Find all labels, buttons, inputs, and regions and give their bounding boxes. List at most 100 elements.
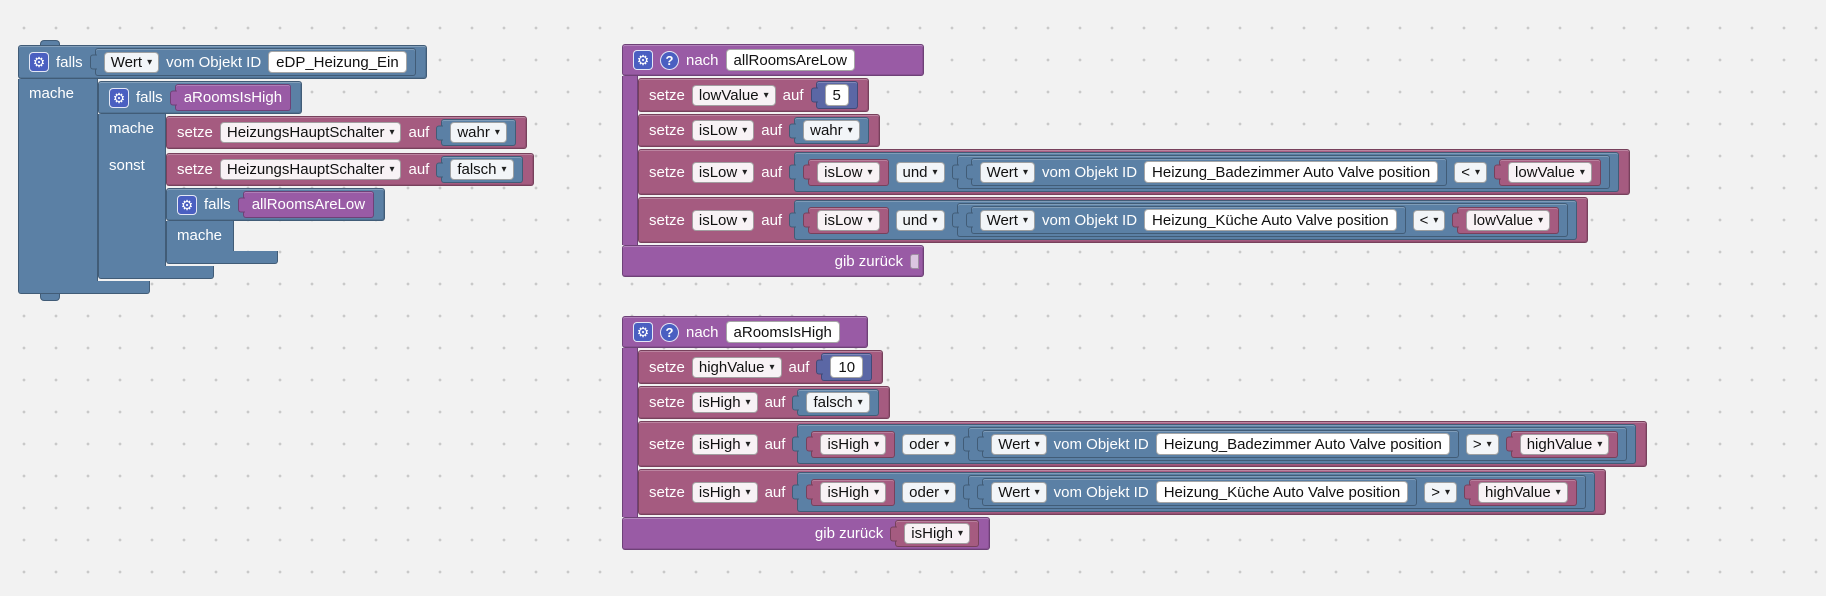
get-object-value-block[interactable]: Wert vom Objekt ID Heizung_Küche Auto Va… xyxy=(982,478,1418,506)
variable-dropdown[interactable]: lowValue xyxy=(691,84,776,106)
inner-if-block[interactable]: ⚙ falls aRoomsIsHigh mache setze Heizung… xyxy=(98,81,534,279)
mutator-gear-icon[interactable]: ⚙ xyxy=(109,87,129,108)
set-variable-block[interactable]: setze highValue auf 10 xyxy=(638,350,884,384)
main-if-block[interactable]: ⚙ falls Wert vom Objekt ID eDP_Heizung_E… xyxy=(18,40,534,301)
boolean-dropdown[interactable]: wahr xyxy=(803,120,860,141)
boolean-block[interactable]: falsch xyxy=(441,156,523,183)
set-variable-block[interactable]: setze isHigh auf isHigh oder Wert vom Ob… xyxy=(638,469,1606,515)
object-id-field[interactable]: eDP_Heizung_Ein xyxy=(268,51,407,73)
object-id-field[interactable]: Heizung_Küche Auto Valve position xyxy=(1144,209,1397,231)
comparison-block[interactable]: Wert vom Objekt ID Heizung_Küche Auto Va… xyxy=(956,203,1569,237)
boolean-block[interactable]: falsch xyxy=(797,389,879,416)
return-row[interactable]: gib zurück xyxy=(622,245,924,277)
set-variable-block[interactable]: setze isLow auf isLow und Wert vom Objek… xyxy=(638,149,1630,195)
comment-icon[interactable]: ? xyxy=(660,50,679,70)
variable-dropdown[interactable]: highValue xyxy=(1519,433,1610,455)
if-header[interactable]: ⚙ falls aRoomsIsHigh xyxy=(98,81,303,114)
boolean-dropdown[interactable]: falsch xyxy=(450,159,514,180)
variable-dropdown[interactable]: highValue xyxy=(691,356,782,378)
boolean-block[interactable]: wahr xyxy=(794,117,869,144)
if-header[interactable]: ⚙ falls allRoomsAreLow xyxy=(166,188,386,221)
variable-dropdown[interactable]: lowValue xyxy=(1508,161,1592,183)
value-type-dropdown[interactable]: Wert xyxy=(991,481,1047,503)
variable-dropdown[interactable]: isLow xyxy=(691,120,755,141)
boolean-dropdown[interactable]: wahr xyxy=(450,122,507,143)
logic-operator-dropdown[interactable]: und xyxy=(895,209,945,231)
variable-get-block[interactable]: isHigh xyxy=(895,520,979,547)
mutator-gear-icon[interactable]: ⚙ xyxy=(633,50,653,70)
number-block[interactable]: 5 xyxy=(815,81,858,109)
procedure-call-block[interactable]: allRoomsAreLow xyxy=(242,191,375,218)
value-type-dropdown[interactable]: Wert xyxy=(979,209,1035,231)
variable-dropdown[interactable]: isLow xyxy=(691,161,755,183)
comparator-dropdown[interactable]: > xyxy=(1424,481,1458,503)
empty-statement-socket[interactable] xyxy=(234,223,280,249)
function-def-allroomsarelow[interactable]: ⚙ ? nach allRoomsAreLow setze lowValue a… xyxy=(622,44,1630,277)
variable-get-block[interactable]: lowValue xyxy=(1457,206,1560,234)
logic-operator-dropdown[interactable]: und xyxy=(895,161,945,183)
object-id-field[interactable]: Heizung_Küche Auto Valve position xyxy=(1155,481,1409,503)
function-name-field[interactable]: allRoomsAreLow xyxy=(725,49,855,71)
variable-dropdown[interactable]: HeizungsHauptSchalter xyxy=(219,122,402,143)
variable-get-block[interactable]: isHigh xyxy=(811,478,896,506)
set-variable-block[interactable]: setze isHigh auf falsch xyxy=(638,386,890,419)
function-name-field[interactable]: aRoomsIsHigh xyxy=(725,321,840,343)
comparator-dropdown[interactable]: > xyxy=(1465,433,1499,455)
mutator-gear-icon[interactable]: ⚙ xyxy=(177,194,197,215)
object-id-field[interactable]: Heizung_Badezimmer Auto Valve position xyxy=(1155,433,1450,455)
variable-dropdown[interactable]: isHigh xyxy=(691,433,758,455)
comment-icon[interactable]: ? xyxy=(660,322,679,342)
logic-or-block[interactable]: isHigh oder Wert vom Objekt ID Heizung_K… xyxy=(797,472,1595,512)
logic-and-block[interactable]: isLow und Wert vom Objekt ID Heizung_Küc… xyxy=(794,200,1578,240)
variable-get-block[interactable]: lowValue xyxy=(1499,158,1601,186)
set-variable-block[interactable]: setze isHigh auf isHigh oder Wert vom Ob… xyxy=(638,421,1648,467)
number-block[interactable]: 10 xyxy=(821,353,873,381)
logic-operator-dropdown[interactable]: oder xyxy=(902,433,957,455)
get-object-value-block[interactable]: Wert vom Objekt ID Heizung_Küche Auto Va… xyxy=(970,206,1406,234)
empty-value-socket[interactable] xyxy=(910,253,919,269)
variable-get-block[interactable]: isHigh xyxy=(811,430,896,458)
procedure-call-block[interactable]: aRoomsIsHigh xyxy=(174,84,292,111)
variable-get-block[interactable]: highValue xyxy=(1469,478,1577,506)
variable-get-block[interactable]: isLow xyxy=(808,158,889,186)
value-type-dropdown[interactable]: Wert xyxy=(991,433,1047,455)
variable-get-block[interactable]: highValue xyxy=(1510,430,1619,458)
logic-operator-dropdown[interactable]: oder xyxy=(902,481,957,503)
object-id-field[interactable]: Heizung_Badezimmer Auto Valve position xyxy=(1144,161,1439,183)
variable-get-block[interactable]: isLow xyxy=(808,206,889,234)
get-object-value-block[interactable]: Wert vom Objekt ID eDP_Heizung_Ein xyxy=(94,48,416,76)
variable-dropdown[interactable]: isLow xyxy=(817,209,880,231)
variable-dropdown[interactable]: highValue xyxy=(1478,481,1568,503)
variable-dropdown[interactable]: isHigh xyxy=(691,481,758,503)
comparator-dropdown[interactable]: < xyxy=(1454,161,1488,183)
comparator-dropdown[interactable]: < xyxy=(1412,209,1446,231)
number-field[interactable]: 10 xyxy=(830,356,864,378)
variable-dropdown[interactable]: isHigh xyxy=(691,392,758,413)
set-variable-block[interactable]: setze HeizungsHauptSchalter auf falsch xyxy=(166,153,534,186)
variable-dropdown[interactable]: isHigh xyxy=(904,523,970,544)
set-variable-block[interactable]: setze isLow auf isLow und Wert vom Objek… xyxy=(638,197,1589,243)
logic-or-block[interactable]: isHigh oder Wert vom Objekt ID Heizung_B… xyxy=(797,424,1637,464)
logic-and-block[interactable]: isLow und Wert vom Objekt ID Heizung_Bad… xyxy=(794,152,1619,192)
variable-dropdown[interactable]: isLow xyxy=(691,209,755,231)
boolean-dropdown[interactable]: falsch xyxy=(806,392,870,413)
variable-dropdown[interactable]: lowValue xyxy=(1466,209,1551,231)
comparison-block[interactable]: Wert vom Objekt ID Heizung_Badezimmer Au… xyxy=(956,155,1610,189)
variable-dropdown[interactable]: isLow xyxy=(817,161,880,183)
variable-dropdown[interactable]: isHigh xyxy=(820,481,887,503)
set-variable-block[interactable]: setze HeizungsHauptSchalter auf wahr xyxy=(166,116,527,149)
comparison-block[interactable]: Wert vom Objekt ID Heizung_Küche Auto Va… xyxy=(968,475,1586,509)
function-header[interactable]: ⚙ ? nach aRoomsIsHigh xyxy=(622,316,868,348)
get-object-value-block[interactable]: Wert vom Objekt ID Heizung_Badezimmer Au… xyxy=(970,158,1448,186)
set-variable-block[interactable]: setze isLow auf wahr xyxy=(638,114,880,147)
return-row[interactable]: gib zurück isHigh xyxy=(622,517,990,550)
variable-dropdown[interactable]: HeizungsHauptSchalter xyxy=(219,159,402,180)
if-header[interactable]: ⚙ falls Wert vom Objekt ID eDP_Heizung_E… xyxy=(18,45,427,79)
function-header[interactable]: ⚙ ? nach allRoomsAreLow xyxy=(622,44,924,76)
comparison-block[interactable]: Wert vom Objekt ID Heizung_Badezimmer Au… xyxy=(968,427,1628,461)
set-variable-block[interactable]: setze lowValue auf 5 xyxy=(638,78,869,112)
nested-if-block[interactable]: ⚙ falls allRoomsAreLow mache xyxy=(166,188,386,264)
mutator-gear-icon[interactable]: ⚙ xyxy=(633,322,653,342)
variable-dropdown[interactable]: isHigh xyxy=(820,433,887,455)
